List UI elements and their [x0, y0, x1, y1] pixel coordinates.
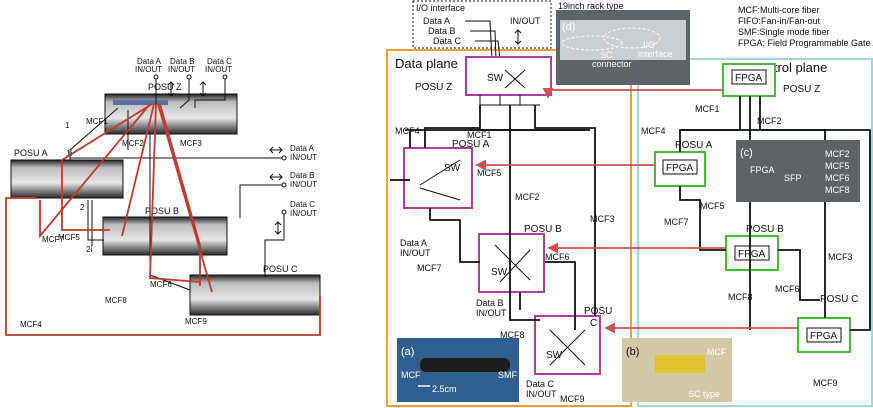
io-top: IN/OUT [510, 16, 541, 26]
mcf1-data: MCF1 [467, 130, 492, 140]
fpga-b-label: FPGA [738, 249, 766, 260]
data-c-io: IN/OUT [526, 389, 557, 399]
mcf3-control: MCF3 [828, 252, 853, 262]
left-data-b-right-label: Data B [290, 171, 314, 180]
mcf9-data: MCF9 [560, 394, 585, 404]
photo-d-tag: (d) [562, 21, 575, 33]
data-c-top: Data C [433, 36, 462, 46]
legend-2: SMF:Single mode fiber [738, 27, 830, 37]
sc-connector-2: connector [592, 59, 632, 69]
c-label-3: MCF8 [825, 185, 850, 195]
left-posu-a-label: POSU A [14, 148, 48, 158]
data-a-io: IN/OUT [400, 248, 431, 258]
rack-posu-b [103, 217, 227, 255]
left-data-a-right-io: IN/OUT [290, 153, 317, 162]
mcf6-control: MCF6 [775, 284, 800, 294]
legend-1: FIFO:Fan-in/Fan-out [738, 16, 821, 26]
sw-b [479, 234, 544, 292]
photo-c-sfp: SFP [784, 173, 802, 183]
data-c-label: Data C [526, 379, 555, 389]
left-posu-z-label: POSU Z [148, 82, 182, 92]
posu-a-data: POSU A [452, 139, 490, 150]
right-panel: Data plane Control plane I/O interface D… [387, 1, 873, 406]
left-data-b-io: IN/OUT [168, 65, 195, 74]
mcf7-control: MCF7 [664, 217, 689, 227]
left-port-2i: 2i [86, 245, 92, 254]
fpga-a-label: FPGA [666, 163, 694, 174]
posu-c-data-2: C [590, 318, 597, 329]
left-mcf3: MCF3 [180, 139, 202, 148]
fpga-z-label: FPGA [735, 73, 763, 84]
left-mcf4: MCF4 [20, 320, 42, 329]
photo-c-fpga: FPGA [750, 165, 775, 175]
left-data-c-right-label: Data C [290, 200, 315, 209]
data-plane-label: Data plane [395, 56, 458, 71]
mcf8-control: MCF8 [728, 292, 753, 302]
mcf6-data: MCF6 [545, 252, 570, 262]
data-a-top: Data A [423, 16, 450, 26]
photo-a-scale: 2.5cm [432, 384, 457, 394]
photo-c-tag: (c) [740, 147, 753, 159]
data-b-io: IN/OUT [476, 308, 507, 318]
rack-type-label: 19inch rack type [558, 1, 624, 11]
fpga-c-label: FPGA [810, 331, 838, 342]
mcf9-control: MCF9 [813, 378, 838, 388]
data-b-label: Data B [476, 298, 504, 308]
photo-a-mcf: MCF [401, 370, 421, 380]
left-posu-c-label: POSU C [263, 264, 298, 274]
left-data-c-io: IN/OUT [205, 65, 232, 74]
mcf2-data: MCF2 [515, 192, 540, 202]
posu-z-control: POSU Z [783, 84, 820, 95]
legend-3: FPGA: Field Programmable Gate Array [738, 38, 873, 48]
mcf5-data: MCF5 [477, 168, 502, 178]
left-mcf2: MCF2 [122, 139, 144, 148]
posu-c-data-1: POSU [584, 306, 612, 317]
left-data-a-right-label: Data A [290, 144, 315, 153]
mcf2-control: MCF2 [757, 116, 782, 126]
left-port-1: 1 [65, 121, 70, 130]
rack-posu-a [11, 160, 123, 198]
mcf4-data: MCF4 [395, 126, 420, 136]
left-panel: POSU Z POSU A POSU B POSU C Data A IN/OU… [6, 57, 320, 335]
legend-0: MCF:Multi-core fiber [738, 5, 820, 15]
photo-b-tag: (b) [626, 346, 639, 358]
left-data-c-right-io: IN/OUT [290, 209, 317, 218]
left-port-2: 2 [80, 203, 85, 212]
data-b-top: Data B [428, 26, 456, 36]
io-interface-label: I/O interface [416, 3, 465, 13]
c-label-2: MCF6 [825, 173, 850, 183]
left-mcf8: MCF8 [105, 296, 127, 305]
left-mcf1: MCF1 [86, 117, 108, 126]
mcf7-data: MCF7 [417, 263, 442, 273]
mcf4-control: MCF4 [641, 126, 666, 136]
left-data-a-io: IN/OUT [135, 65, 162, 74]
photo-b-sc-type: SC type [688, 389, 720, 399]
data-a-label: Data A [400, 238, 427, 248]
io-if-2: interface [638, 49, 673, 59]
posu-b-data: POSU B [524, 224, 562, 235]
sw-z [466, 57, 551, 95]
left-data-b-right-io: IN/OUT [290, 180, 317, 189]
mcf3-data: MCF3 [590, 214, 615, 224]
left-mcf9: MCF9 [185, 317, 207, 326]
photo-b-mcf: MCF [707, 347, 727, 357]
photo-a-tag: (a) [401, 346, 414, 358]
c-label-0: MCF2 [825, 149, 850, 159]
c-label-1: MCF5 [825, 161, 850, 171]
photo-a-smf: SMF [498, 370, 518, 380]
sw-a [404, 148, 472, 208]
mcf5-control: MCF5 [700, 201, 725, 211]
sw-z-label: SW [487, 73, 504, 84]
left-mcf5: MCF5 [58, 233, 80, 242]
mcf1-control: MCF1 [695, 104, 720, 114]
posu-b-control: POSU B [746, 224, 784, 235]
posu-z-data: POSU Z [415, 82, 452, 93]
left-mcf6: MCF6 [150, 280, 172, 289]
